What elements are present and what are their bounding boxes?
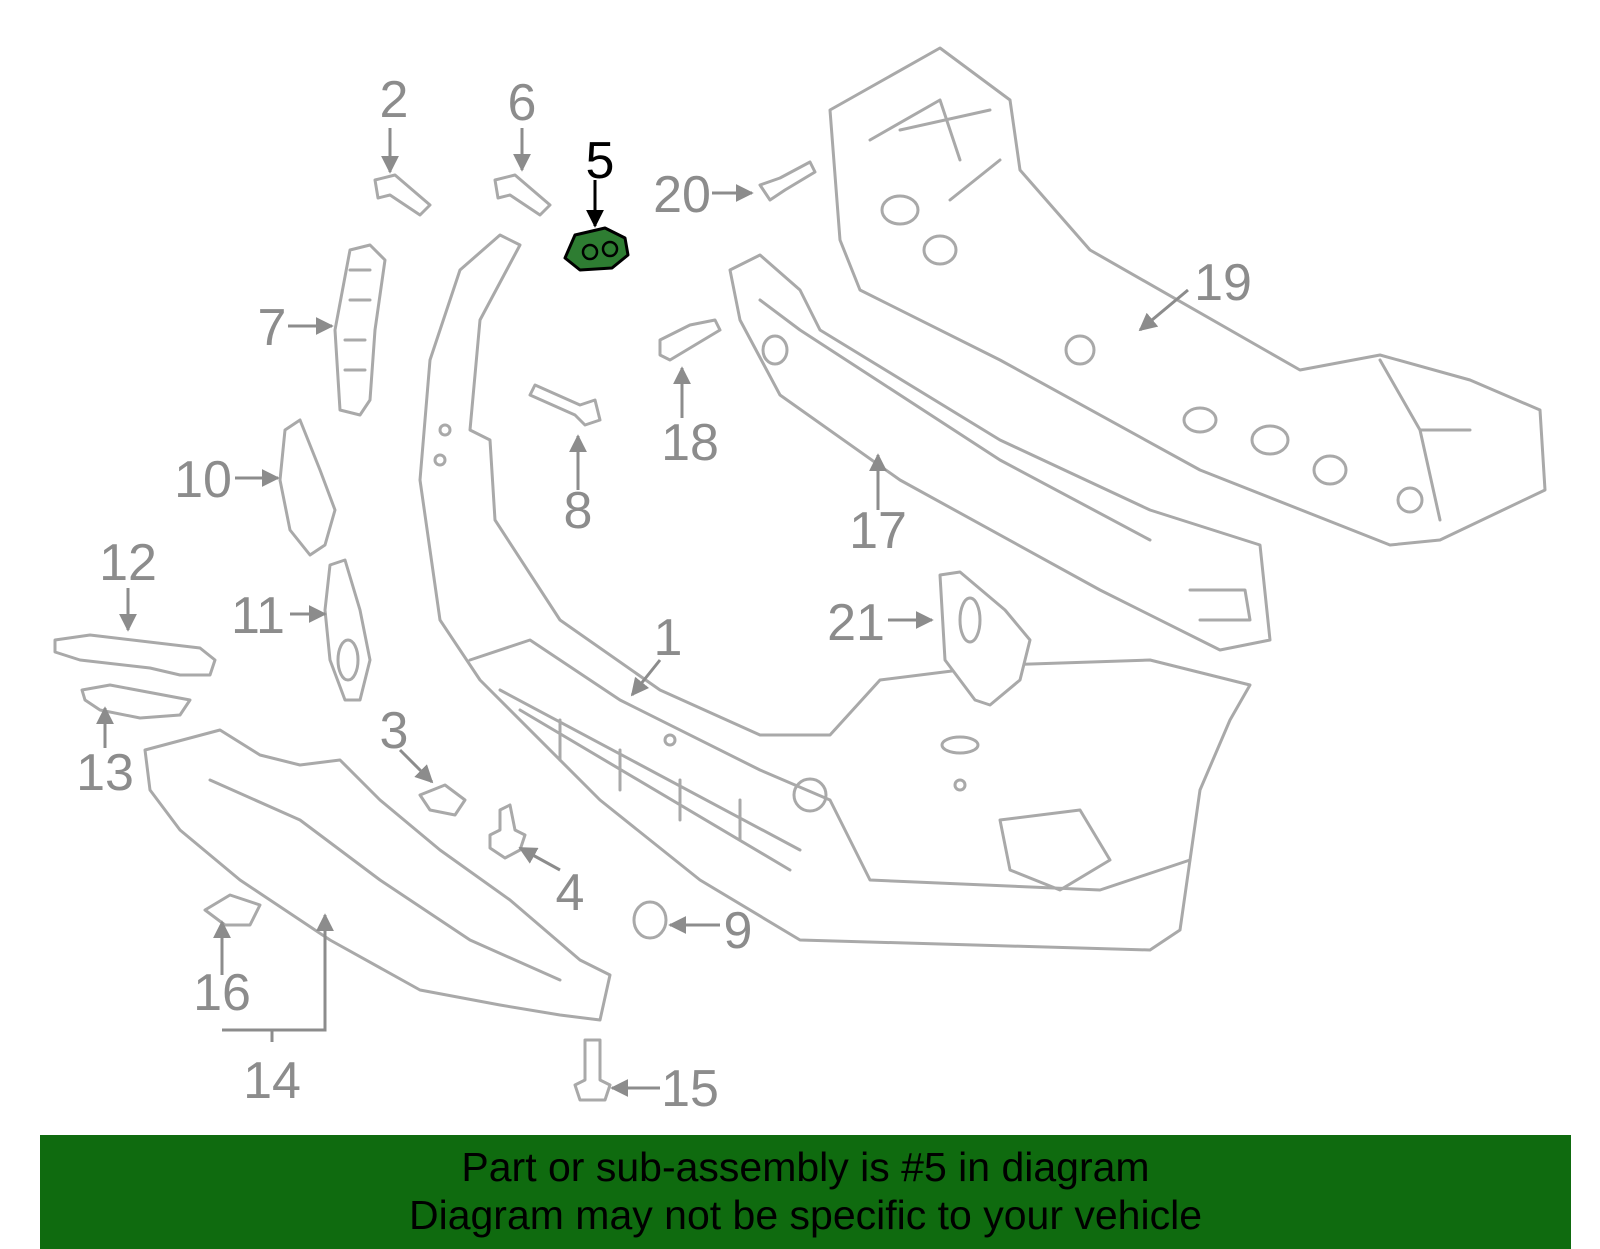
grommet-9 [632,900,668,940]
banner-line-2: Diagram may not be specific to your vehi… [408,1192,1202,1238]
callout-arrows [96,128,1189,1097]
bolt-8 [528,383,602,427]
callout-16: 16 [193,964,251,1022]
bumper-cover-1 [418,233,1252,952]
callout-10: 10 [174,451,232,509]
clip-4 [488,803,527,860]
callout-9: 9 [724,902,753,960]
callout-3: 3 [380,702,409,760]
bolt-20 [758,160,817,202]
nut-16 [203,893,262,927]
nut-3 [418,783,467,817]
callout-19: 19 [1194,254,1252,312]
callout-1: 1 [654,609,683,667]
callout-8: 8 [564,482,593,540]
bracket-13 [80,683,192,720]
callout-4: 4 [556,864,585,922]
callout-14: 14 [243,1052,301,1110]
callout-5: 5 [586,132,615,190]
bolt-2 [373,173,432,217]
bolt-6 [493,173,552,217]
bolt-15 [573,1038,612,1102]
callout-12: 12 [99,534,157,592]
callout-7: 7 [258,299,287,357]
info-banner: Part or sub-assembly is #5 in diagram Di… [40,1135,1571,1249]
callout-13: 13 [76,744,134,802]
callout-15: 15 [661,1060,719,1118]
callout-11: 11 [231,587,285,645]
callout-20: 20 [653,166,711,224]
callout-2: 2 [380,71,409,129]
clip-18 [658,318,722,362]
bracket-7 [333,243,387,417]
callout-21: 21 [827,594,885,652]
callout-18: 18 [661,414,719,472]
bracket-21 [938,570,1032,707]
banner-line-1: Part or sub-assembly is #5 in diagram [461,1144,1150,1190]
parts-diagram: 1 2 3 4 5 6 7 8 9 10 11 12 13 14 15 16 1… [53,46,1547,1118]
highlighted-part-5 [563,226,630,272]
grille-insert-10 [278,418,337,557]
callout-6: 6 [508,74,537,132]
reinforcement-beam-19 [828,46,1547,547]
fog-bezel-11 [323,558,372,702]
bracket-12 [53,633,217,677]
callout-17: 17 [849,502,907,560]
lower-deflector-14 [143,728,612,1022]
energy-absorber-17 [728,253,1272,652]
